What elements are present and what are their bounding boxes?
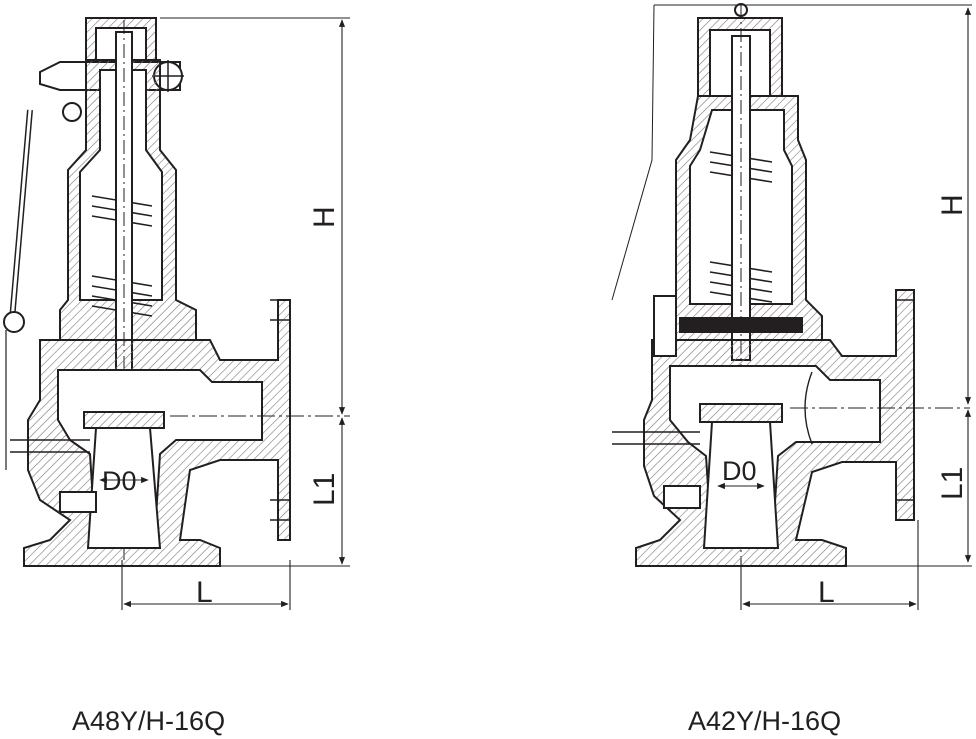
valve-a48-dimensions bbox=[99, 17, 350, 610]
valve-a42-drawing bbox=[611, 3, 970, 567]
valve-a42-dimensions bbox=[654, 4, 972, 610]
valve-a42-d0-label: D0 bbox=[722, 456, 757, 486]
valve-a42-disc bbox=[699, 403, 783, 423]
valve-a48-l1-label: L1 bbox=[308, 473, 341, 506]
valve-a48-h-label: H bbox=[308, 206, 341, 228]
valve-a48-d0-label: D0 bbox=[102, 466, 137, 496]
valve-a48-disc bbox=[83, 411, 165, 429]
valve-a42-h-label: H bbox=[936, 194, 969, 216]
valve-a48-caption: A48Y/H-16Q bbox=[72, 706, 226, 736]
valve-a48-l-label: L bbox=[196, 576, 213, 609]
valve-a48-drawing bbox=[3, 17, 350, 567]
valve-a42-l-label: L bbox=[818, 576, 835, 609]
valve-a42-l1-label: L1 bbox=[936, 467, 969, 500]
valve-a42-caption: A42Y/H-16Q bbox=[688, 706, 842, 736]
